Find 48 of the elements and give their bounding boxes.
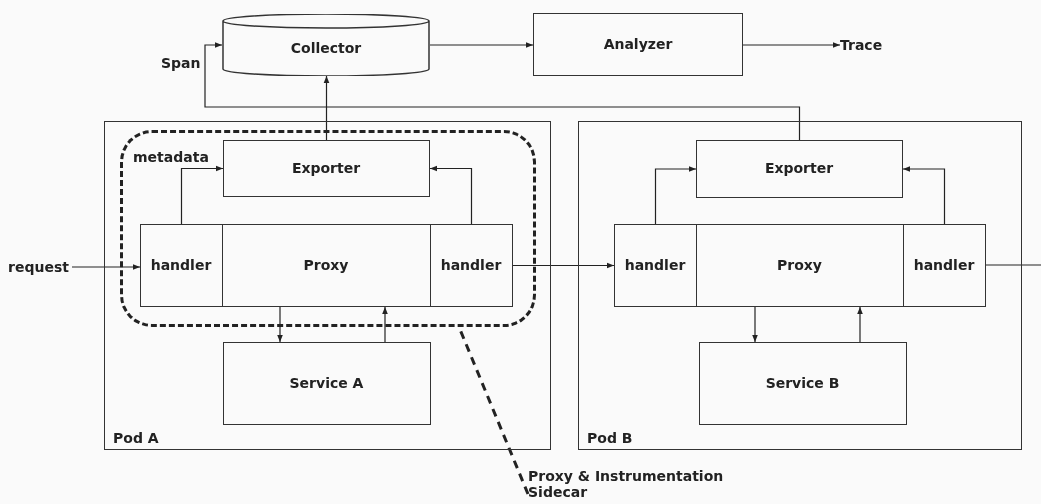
node-label: Trace [840,36,883,54]
node-label: Service A [289,374,364,392]
sidecar-boundary [119,129,536,327]
node-label: Proxy [777,256,822,274]
process-box [695,139,903,198]
service-box [222,341,431,425]
arrow [902,166,946,225]
node-label: Proxy [303,256,349,274]
arrow [857,306,863,343]
pod-label: Pod B [587,429,633,446]
node-label: handler [440,256,502,274]
handler-box [613,223,697,307]
arrow [180,165,224,225]
node-label: Exporter [764,160,834,177]
pod-container [578,121,1022,450]
arrow [752,306,758,343]
arrow [512,262,615,269]
arrow [71,264,141,270]
edge-label: metadata [132,148,210,165]
arrow [654,166,697,225]
node-label: handler [150,256,212,274]
handler-box [902,223,986,307]
arrow [429,42,534,48]
node-label: handler [624,256,686,274]
arrow [204,42,801,141]
node-label: Collector [290,39,362,57]
handler-box [139,223,223,307]
arrow [323,75,330,141]
arrow [742,42,841,48]
node-label: Proxy & Instrumentation Sidecar [528,467,725,501]
pod-container [104,121,551,450]
arrow [277,306,283,343]
process-box [533,13,743,76]
node-label: Service B [765,374,840,392]
node-label: handler [913,256,975,274]
pod-label: Pod A [113,429,159,446]
handler-box [429,223,513,307]
edge-label: Span [160,55,202,71]
proxy-box [221,223,431,307]
proxy-box [695,223,904,307]
node-label: request [8,258,69,276]
service-box [698,341,907,425]
arrow [382,306,388,343]
node-label: Analyzer [603,36,673,53]
cylinder-node [222,14,430,76]
process-box [222,139,430,197]
node-label: Exporter [291,159,361,177]
arrow [429,165,473,225]
